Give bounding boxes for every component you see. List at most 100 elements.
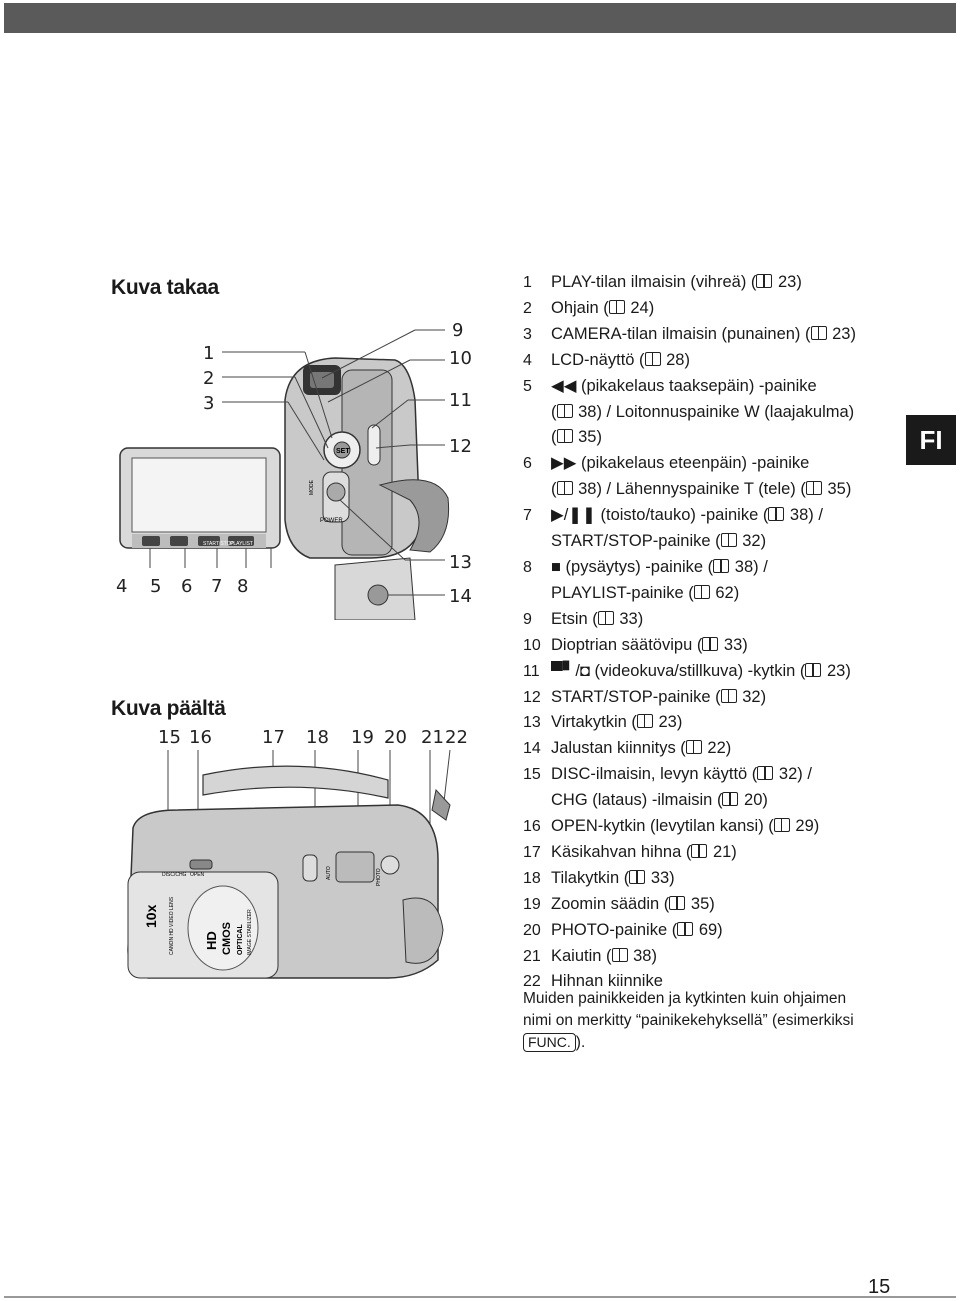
camcorder-back-illustration: START/STOP PLAYLIST SET POWER MODE — [119, 329, 450, 620]
page-number: 15 — [868, 1276, 891, 1298]
legend-text: DISC-ilmaisin, levyn käyttö ( — [551, 765, 758, 784]
legend-text: PLAYLIST-painike ( — [551, 583, 694, 602]
legend-num: 15 — [523, 766, 541, 784]
callout-9: 9 — [452, 320, 464, 341]
legend-item: ( 38) / Loitonnuspainike W (laajakulma) — [523, 400, 903, 426]
legend-page: 33) — [619, 609, 644, 628]
book-icon — [756, 274, 773, 288]
book-icon — [720, 688, 737, 703]
legend-page: 38) / — [734, 557, 768, 576]
cmos-label: CMOS — [221, 922, 233, 955]
callout-18: 18 — [306, 727, 329, 748]
legend-text: PHOTO-painike ( — [551, 920, 678, 939]
book-icon — [597, 610, 614, 625]
power-label: POWER — [320, 518, 343, 524]
book-icon — [669, 895, 686, 910]
callout-22: 22 — [445, 727, 468, 748]
legend-item: PLAYLIST-painike ( 62) — [523, 581, 903, 607]
legend-text: Etsin ( — [551, 609, 598, 628]
legend-text: START/STOP-painike ( — [551, 687, 721, 706]
legend-page: 28) — [666, 350, 690, 369]
legend-num: 14 — [523, 740, 541, 758]
legend-page: 35) — [690, 894, 715, 913]
playlist-label: PLAYLIST — [230, 541, 253, 547]
legend-page: 22) — [707, 739, 732, 758]
legend-text: CAMERA-tilan ilmaisin (punainen) ( — [551, 324, 811, 343]
legend-text: START/STOP-painike ( — [551, 532, 721, 551]
callout-15: 15 — [158, 727, 181, 748]
legend-text: ( — [551, 402, 557, 421]
legend-text: ▶▶ (pikakelaus eteenpäin) -painike — [551, 454, 810, 473]
legend-page: 24) — [630, 298, 655, 317]
legend-page: 20) — [744, 791, 768, 810]
callout-2: 2 — [203, 368, 215, 389]
callout-6: 6 — [181, 576, 193, 597]
legend-item: 7▶/❚❚ (toisto/tauko) -painike ( 38) / — [523, 503, 903, 529]
legend-num: 3 — [523, 325, 532, 343]
note-line-3-tail: ). — [575, 1034, 586, 1051]
legend-text: OPEN-kytkin (levytilan kansi) ( — [551, 817, 774, 836]
note-line-1: Muiden painikkeiden ja kytkinten kuin oh… — [523, 990, 847, 1007]
callout-1: 1 — [203, 343, 215, 364]
legend-page: 38) / Lähennyspainike T (tele) ( — [578, 480, 806, 499]
legend-num: 19 — [523, 895, 541, 913]
book-icon — [693, 584, 710, 599]
legend-num: 22 — [523, 973, 541, 991]
book-icon — [810, 325, 827, 340]
legend-text: Jalustan kiinnitys ( — [551, 739, 686, 758]
legend-page: 32) — [742, 532, 767, 551]
book-icon — [685, 740, 702, 755]
optical-label: OPTICAL — [237, 924, 244, 955]
book-icon — [722, 792, 739, 807]
book-icon — [713, 558, 730, 573]
book-icon — [608, 299, 625, 314]
disc-label: DISC/CHG — [162, 872, 187, 878]
legend-text: Käsikahvan hihna ( — [551, 842, 692, 861]
legend-text: ▀▘/◘ (videokuva/stillkuva) -kytkin ( — [551, 661, 806, 680]
header-bar — [4, 3, 956, 33]
legend-num: 1 — [523, 274, 532, 291]
callout-13: 13 — [449, 552, 472, 573]
image-stab-label: IMAGE STABILIZER — [247, 909, 253, 955]
legend-text: CHG (lataus) -ilmaisin ( — [551, 791, 723, 810]
zoom-label: 10x — [143, 904, 159, 928]
legend-text: Kaiutin ( — [551, 946, 612, 965]
book-icon — [556, 429, 573, 444]
legend-text: ( — [551, 428, 557, 447]
legend-item: 5◀◀ (pikakelaus taaksepäin) -painike — [523, 374, 903, 400]
legend-text: Dioptrian säätövipu ( — [551, 635, 703, 654]
book-icon — [636, 714, 653, 729]
legend-num: 13 — [523, 714, 541, 732]
legend-item: 6▶▶ (pikakelaus eteenpäin) -painike — [523, 451, 903, 477]
section-title-back: Kuva takaa — [111, 276, 219, 299]
callout-17: 17 — [262, 727, 285, 748]
book-icon — [702, 636, 719, 651]
legend-item: CHG (lataus) -ilmaisin ( 20) — [523, 788, 903, 814]
legend-num: 10 — [523, 636, 541, 654]
note-line-3: FUNC.). — [523, 1032, 903, 1054]
legend-page: 23) — [778, 273, 802, 291]
book-icon — [805, 481, 822, 496]
legend-page: 33) — [650, 868, 675, 887]
legend-text: ■ (pysäytys) -painike ( — [551, 557, 714, 576]
startstop-label: START/STOP — [203, 541, 235, 547]
legend-page: 38) / — [789, 506, 823, 525]
legend-item: ( 38) / Lähennyspainike T (tele) ( 35) — [523, 477, 903, 503]
book-icon — [757, 766, 774, 781]
legend-num: 12 — [523, 688, 541, 706]
legend-text: Virtakytkin ( — [551, 713, 637, 732]
camcorder-top-illustration: 10x CANON HD VIDEO LENS HD CMOS OPTICAL … — [127, 750, 451, 979]
book-icon — [611, 947, 628, 962]
callout-4: 4 — [116, 576, 128, 597]
